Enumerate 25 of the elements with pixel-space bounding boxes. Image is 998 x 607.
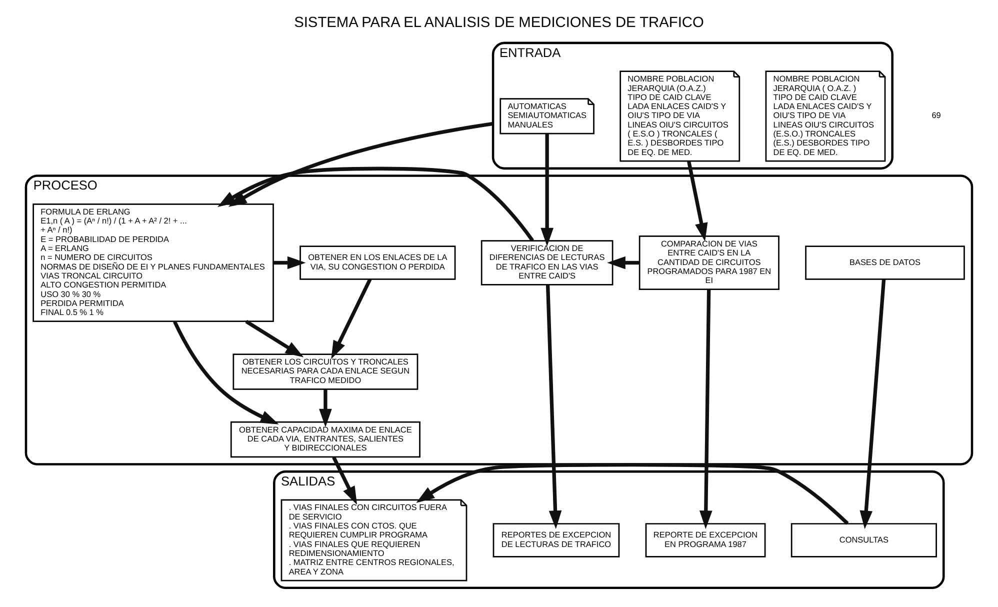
node-box: FORMULA DE ERLANG E1,n ( A ) = (Aⁿ / n!) / (1 + A + A² / 2! + ... + Aⁿ / n!) E = PROBABILIDAD DE PERDIDA A = ERLANG n = NUMERO DE CIRCUITOS NORMAS DE DISEÑO DE EI Y PLANES FUNDAMENTALES VIAS TRONCAL CIRCUITO ALTO CONGESTION PERMITIDA USO 30 % 30 % PERDIDA PERMITIDA FINAL 0.5 % 1 % xyxy=(32,203,274,322)
node-box: VERIFICACION DE DIFERENCIAS DE LECTURAS DE TRAFICO EN LAS VIAS ENTRE CAID'S xyxy=(480,240,614,286)
node-box: OBTENER CAPACIDAD MAXIMA DE ENLACE DE CADA VIA, ENTRANTES, SALIENTES Y BIDIRECCIONALES xyxy=(230,421,420,458)
node-box: OBTENER LOS CIRCUITOS Y TRONCALES NECESARIAS PARA CADA ENLACE SEGUN TRAFICO MEDIDO xyxy=(232,354,418,390)
arrow xyxy=(540,134,554,246)
diagram-title: SISTEMA PARA EL ANALISIS DE MEDICIONES DE TRAFICO xyxy=(294,15,704,32)
arrow xyxy=(228,122,494,207)
node-box: REPORTE DE EXCEPCION EN PROGRAMA 1987 xyxy=(645,523,766,558)
node-box: CONSULTAS xyxy=(790,523,937,558)
arrow xyxy=(245,320,304,358)
arrow xyxy=(331,278,372,360)
arrow xyxy=(699,289,712,529)
node-box: BASES DE DATOS xyxy=(805,246,965,280)
node-box: COMPARACION DE VIAS ENTRE CAID'S EN LA CANTIDAD DE CIRCUITOS PROGRAMADOS PARA 1987 EN EI xyxy=(638,236,780,290)
arrow xyxy=(607,256,640,270)
arrow xyxy=(860,279,886,530)
arrow xyxy=(319,389,332,428)
arrow xyxy=(416,463,849,525)
arrow xyxy=(217,166,534,242)
label: 69 xyxy=(932,111,941,120)
arrow xyxy=(173,320,279,424)
node-box: OBTENER EN LOS ENLACES DE LA VIA, SU CONGESTION O PERDIDA xyxy=(300,246,456,280)
arrow xyxy=(273,256,306,270)
arrow xyxy=(546,284,562,529)
node-box: REPORTES DE EXCEPCION DE LECTURAS DE TRAFICO xyxy=(492,523,620,558)
